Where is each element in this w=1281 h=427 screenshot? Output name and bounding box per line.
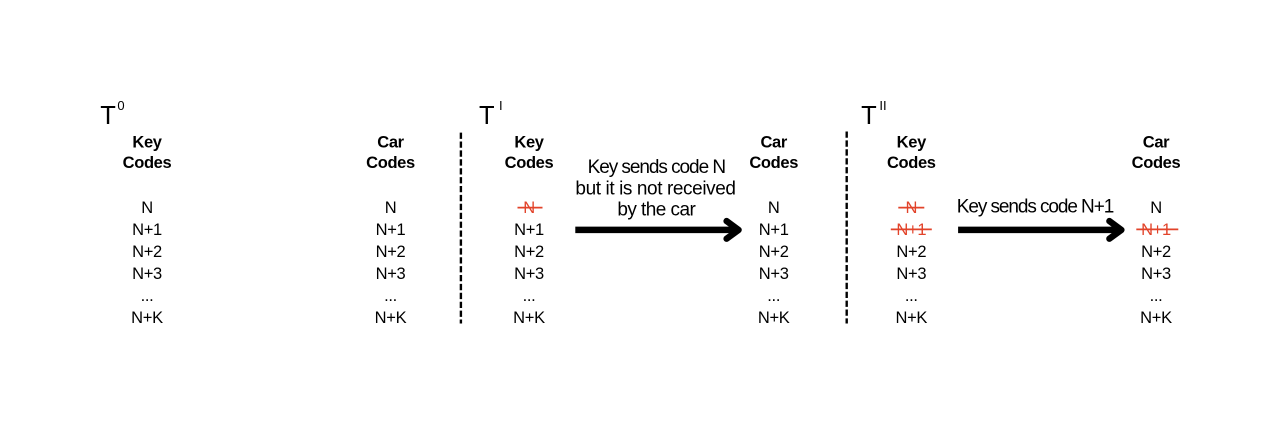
svg-text:N+3: N+3 (1141, 265, 1171, 283)
svg-text:N+2: N+2 (376, 243, 406, 261)
svg-text:but it is not received: but it is not received (575, 178, 735, 199)
svg-text:...: ... (905, 287, 918, 305)
svg-text:II: II (879, 98, 886, 113)
svg-text:N+2: N+2 (132, 243, 162, 261)
svg-text:N+2: N+2 (514, 243, 544, 261)
svg-text:Key sends code N+1: Key sends code N+1 (957, 197, 1114, 218)
svg-text:...: ... (141, 287, 154, 305)
svg-text:Car: Car (760, 133, 787, 151)
svg-text:N+2: N+2 (1141, 243, 1171, 261)
svg-text:N+2: N+2 (759, 243, 789, 261)
svg-text:N+K: N+K (1140, 309, 1172, 327)
svg-text:N+3: N+3 (132, 265, 162, 283)
svg-text:N+3: N+3 (376, 265, 406, 283)
svg-text:N+3: N+3 (759, 265, 789, 283)
svg-text:Key: Key (897, 133, 927, 151)
svg-text:N: N (385, 199, 397, 217)
svg-text:I: I (499, 98, 503, 113)
svg-text:...: ... (1150, 287, 1163, 305)
svg-text:...: ... (767, 287, 780, 305)
svg-text:N+1: N+1 (132, 221, 162, 239)
svg-text:...: ... (523, 287, 536, 305)
svg-text:Car: Car (1143, 133, 1170, 151)
svg-text:Codes: Codes (123, 154, 172, 172)
svg-text:N+1: N+1 (376, 221, 406, 239)
svg-text:N+K: N+K (131, 309, 163, 327)
svg-text:N+K: N+K (895, 309, 927, 327)
svg-text:N+1: N+1 (514, 221, 544, 239)
svg-text:N+3: N+3 (514, 265, 544, 283)
svg-text:Car: Car (377, 133, 404, 151)
svg-text:Codes: Codes (1132, 154, 1181, 172)
svg-text:0: 0 (117, 98, 124, 113)
svg-text:N: N (768, 199, 780, 217)
svg-text:N+K: N+K (758, 309, 790, 327)
svg-text:by the car: by the car (617, 200, 696, 221)
svg-text:N+3: N+3 (896, 265, 926, 283)
svg-text:Codes: Codes (366, 154, 415, 172)
svg-text:N: N (1150, 199, 1162, 217)
svg-text:N+1: N+1 (759, 221, 789, 239)
svg-text:Codes: Codes (505, 154, 554, 172)
svg-text:Key: Key (514, 133, 544, 151)
svg-text:T: T (479, 102, 495, 130)
svg-text:...: ... (384, 287, 397, 305)
svg-text:N+K: N+K (513, 309, 545, 327)
svg-text:Key sends code N: Key sends code N (588, 157, 726, 178)
svg-text:T: T (100, 102, 116, 130)
svg-text:N+K: N+K (375, 309, 407, 327)
svg-text:N+2: N+2 (896, 243, 926, 261)
svg-text:Codes: Codes (887, 154, 936, 172)
svg-text:Codes: Codes (749, 154, 798, 172)
svg-text:T: T (861, 102, 877, 130)
svg-text:Key: Key (132, 133, 162, 151)
svg-text:N: N (141, 199, 153, 217)
